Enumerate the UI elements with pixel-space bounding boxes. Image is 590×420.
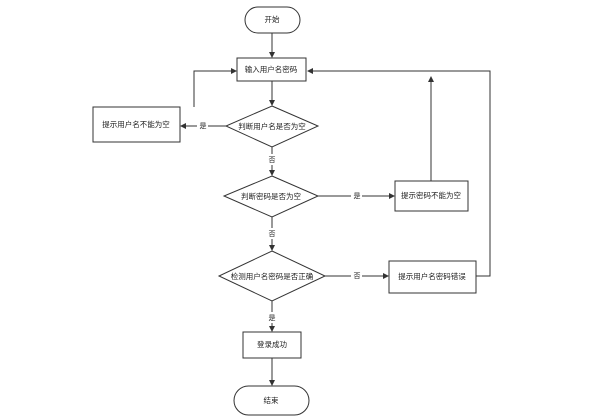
arrowhead-user-empty-yes	[180, 123, 186, 129]
end-node	[233, 385, 310, 416]
user-empty-yes-label-bg	[197, 120, 208, 131]
login-success-label: 登录成功	[257, 339, 287, 349]
start-node	[244, 6, 301, 34]
check-credentials-correct-decision	[217, 250, 327, 302]
arrowhead-hint-user-back-to-input	[231, 68, 237, 74]
arrowhead-input-to-check-user	[269, 100, 275, 106]
arrowhead-start-to-input	[269, 52, 275, 58]
hint-username-empty-node	[92, 106, 181, 143]
hint-username-empty-label: 提示用户名不能为空	[102, 119, 170, 129]
arrowhead-user-empty-no	[269, 170, 275, 176]
login-success-node	[242, 331, 302, 359]
arrowhead-hint-wrong-back-to-input	[307, 68, 313, 74]
pwd-empty-no-label: 否	[269, 230, 276, 238]
check-username-empty-label: 判断用户名是否为空	[238, 121, 306, 131]
user-empty-no-label-bg	[266, 154, 277, 165]
user-empty-no-label: 否	[269, 156, 276, 164]
pwd-empty-yes-label-bg	[351, 190, 362, 201]
hint-password-empty-label: 提示密码不能为空	[401, 190, 461, 200]
input-credentials-label: 输入用户名密码	[245, 64, 298, 74]
start-node-label: 开始	[265, 14, 280, 24]
hint-credentials-wrong-label: 提示用户名密码错误	[398, 271, 466, 281]
correct-no-label: 否	[354, 272, 361, 280]
arrowhead-success-to-end	[269, 380, 275, 386]
hint-credentials-wrong-node	[388, 260, 477, 294]
edge-hint-wrong-back-to-input	[313, 70, 491, 277]
pwd-empty-no-label-bg	[266, 228, 277, 239]
correct-no-label-bg	[351, 270, 362, 281]
check-password-empty-decision	[222, 175, 320, 218]
arrowhead-correct-yes	[269, 326, 275, 332]
arrowhead-hint-pwd-up	[428, 76, 434, 82]
correct-yes-label: 是	[269, 314, 276, 322]
pwd-empty-yes-label: 是	[354, 192, 361, 200]
check-password-empty-label: 判断密码是否为空	[241, 191, 301, 201]
check-username-empty-decision	[224, 105, 320, 148]
check-credentials-correct-label: 检测用户名密码是否正确	[231, 271, 314, 281]
arrowhead-pwd-empty-no	[269, 245, 275, 251]
correct-yes-label-bg	[266, 312, 277, 323]
input-credentials-node	[236, 57, 307, 82]
arrowhead-pwd-empty-yes	[389, 193, 395, 199]
end-node-label: 结束	[264, 395, 279, 405]
hint-password-empty-node	[394, 180, 469, 212]
arrowhead-correct-no	[383, 273, 389, 279]
user-empty-yes-label: 是	[200, 122, 207, 130]
edge-hint-user-back-to-input	[193, 70, 231, 107]
